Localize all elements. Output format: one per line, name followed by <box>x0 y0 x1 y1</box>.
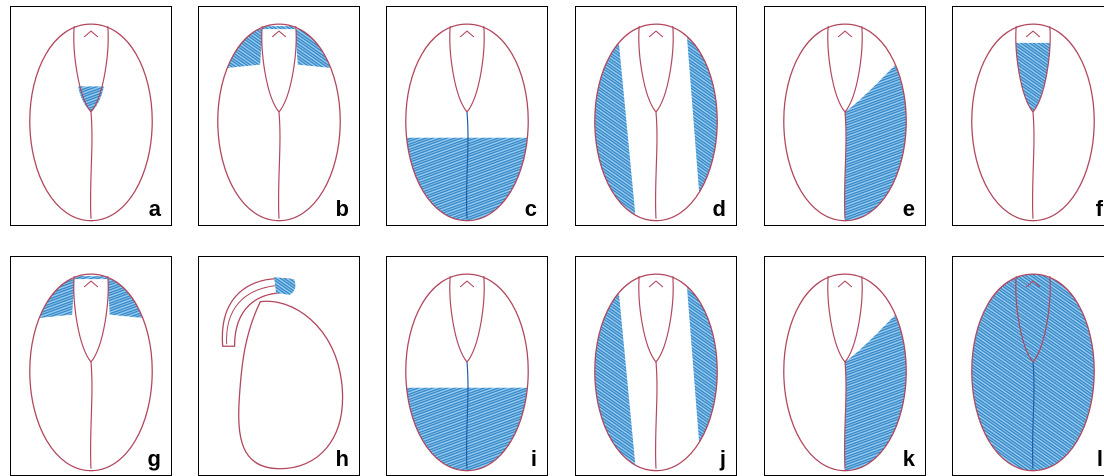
panel-j: j <box>575 256 737 476</box>
panel-letter: e <box>903 196 915 222</box>
panel-h: h <box>198 256 360 476</box>
seed-outline <box>239 301 343 468</box>
panel-letter: j <box>720 446 726 472</box>
panel-letter: h <box>336 446 349 472</box>
seed-drawing <box>387 7 547 225</box>
seed-drawing <box>953 7 1104 225</box>
panel-a: a <box>10 6 172 226</box>
seed-drawing <box>199 257 359 475</box>
panel-letter: c <box>525 196 537 222</box>
panel-letter: a <box>149 196 161 222</box>
panel-letter: l <box>1097 446 1103 472</box>
panel-e: e <box>764 6 926 226</box>
panel-c: c <box>386 6 548 226</box>
seed-drawing <box>11 7 171 225</box>
panel-d: d <box>575 6 737 226</box>
panel-letter: g <box>148 446 161 472</box>
panel-i: i <box>386 256 548 476</box>
seed-drawing <box>953 257 1104 475</box>
seed-drawing <box>765 7 925 225</box>
stain-region <box>953 257 1104 475</box>
panel-k: k <box>764 256 926 476</box>
panel-f: f <box>952 6 1104 226</box>
panel-letter: d <box>713 196 726 222</box>
seed-drawing <box>11 257 171 475</box>
stain-region <box>274 277 295 295</box>
seed-drawing <box>387 257 547 475</box>
panel-letter: b <box>336 196 349 222</box>
panel-letter: f <box>1096 196 1103 222</box>
panel-l: l <box>952 256 1104 476</box>
panel-letter: k <box>903 446 915 472</box>
seed-drawing <box>576 7 736 225</box>
panel-b: b <box>198 6 360 226</box>
seed-drawing <box>576 257 736 475</box>
panel-letter: i <box>531 446 537 472</box>
seed-drawing <box>765 257 925 475</box>
seed-drawing <box>199 7 359 225</box>
panel-g: g <box>10 256 172 476</box>
